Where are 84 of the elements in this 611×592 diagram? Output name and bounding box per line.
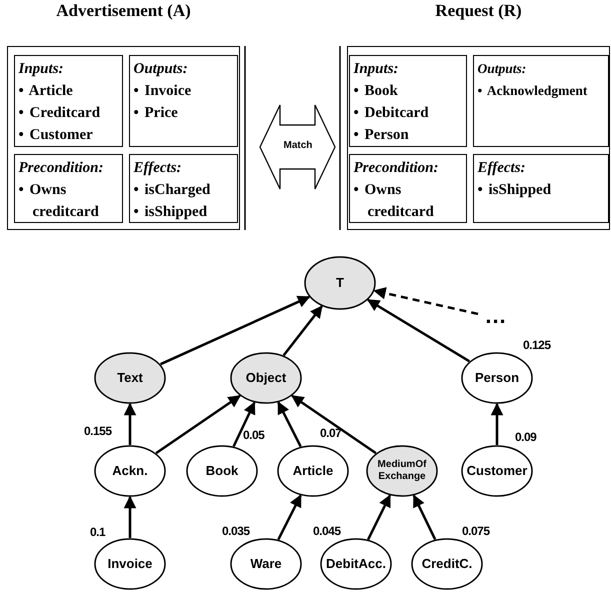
section-box	[472, 154, 608, 222]
edge-label: Match	[284, 140, 312, 151]
concept-ellipse	[461, 445, 533, 497]
arrow	[366, 494, 392, 540]
weight-value: 0.07	[320, 426, 342, 440]
list-item: • Price	[134, 104, 179, 122]
arrow	[160, 296, 310, 366]
panel-title: Advertisement (A)	[55, 1, 192, 21]
concept-ellipse	[186, 445, 258, 497]
arrow	[291, 394, 377, 454]
list-item: • isCharged	[134, 180, 212, 200]
concept-ellipse	[411, 538, 483, 590]
list-item: • isShipped	[134, 202, 208, 222]
section-box	[348, 154, 466, 222]
concept-label: Invoice	[108, 558, 152, 570]
weight-value: 0.125	[523, 338, 551, 352]
section-box	[14, 154, 122, 222]
section-box	[348, 54, 466, 146]
concept-label: Person	[474, 372, 520, 384]
concept-label: Ware	[250, 558, 282, 570]
double-block-arrow	[259, 104, 336, 190]
weight-value: 0.075	[462, 524, 490, 538]
arrow	[232, 401, 256, 447]
concept-label: DebitAcc.	[326, 558, 386, 570]
list-item: • Creditcard	[18, 104, 102, 122]
weight-value: 0.155	[84, 424, 112, 438]
concept-label: Object	[246, 372, 286, 384]
arrow	[155, 394, 241, 454]
section-heading: Precondition:	[354, 158, 440, 178]
concept-ellipse	[230, 352, 302, 404]
section-heading: Inputs:	[18, 60, 65, 78]
concept-ellipse	[320, 538, 392, 590]
list-item: • Customer	[18, 126, 94, 144]
arrow	[490, 402, 504, 445]
concept-ellipse	[94, 538, 166, 590]
section-heading: Effects:	[478, 158, 527, 178]
concept-label: Ackn.	[112, 465, 148, 477]
concept-label: Customer	[466, 465, 528, 477]
list-item: • isShipped	[478, 180, 552, 200]
arrow	[277, 401, 302, 448]
weight-value: 0.045	[313, 524, 341, 538]
arrow	[277, 494, 302, 540]
list-item: • Debitcard	[354, 104, 430, 122]
weight-value: 0.09	[515, 430, 536, 444]
arrow	[373, 287, 478, 316]
panel-title: Request (R)	[434, 1, 523, 21]
ellipsis-text: ...	[478, 309, 514, 327]
concept-label: T	[336, 277, 344, 289]
weight-value: 0.1	[90, 525, 106, 539]
list-item: • Book	[354, 82, 399, 100]
concept-ellipse	[230, 538, 302, 590]
section-heading: Precondition:	[18, 158, 104, 178]
arrow	[282, 305, 323, 356]
list-item: • Article	[18, 82, 74, 100]
section-heading: Effects:	[134, 158, 183, 178]
list-item: • Owns creditcard	[354, 180, 435, 222]
weight-value: 0.05	[243, 428, 264, 442]
concept-ellipse	[277, 445, 349, 497]
section-box	[14, 54, 122, 146]
concept-label: Text	[117, 372, 143, 384]
weight-value: 0.035	[222, 524, 250, 538]
concept-ellipse	[304, 256, 376, 310]
concept-ellipse	[461, 352, 533, 404]
section-box	[128, 54, 238, 146]
list-item: • Owns creditcard	[18, 180, 100, 222]
list-item: • Invoice	[134, 82, 192, 100]
list-item: • Acknowledgment	[478, 82, 588, 100]
section-heading: Outputs:	[478, 60, 528, 78]
section-heading: Outputs:	[134, 60, 189, 78]
section-box	[472, 54, 608, 146]
arrow	[124, 496, 136, 538]
concept-label: Article	[292, 465, 334, 477]
section-box	[128, 154, 238, 222]
arrow	[412, 494, 436, 540]
arrow	[366, 298, 470, 362]
concept-label: Book	[206, 465, 238, 477]
section-heading: Inputs:	[354, 60, 400, 78]
list-item: • Person	[354, 126, 410, 144]
concept-ellipse	[366, 445, 438, 497]
arrow	[124, 402, 136, 445]
concept-label: MediumOf Exchange	[376, 459, 428, 483]
concept-ellipse	[94, 352, 166, 404]
concept-ellipse	[94, 445, 166, 497]
concept-label: CreditC.	[422, 558, 472, 570]
